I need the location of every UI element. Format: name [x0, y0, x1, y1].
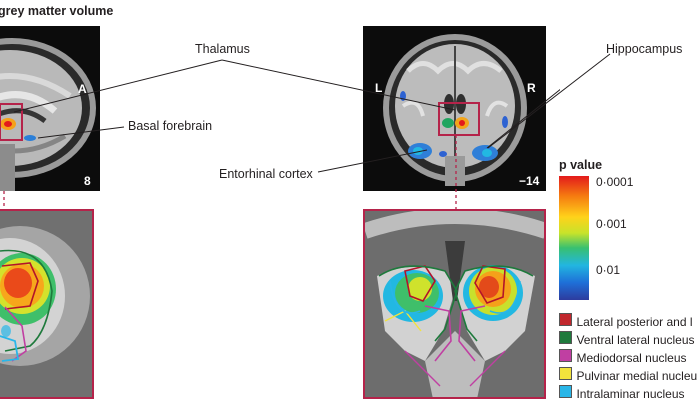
legend-swatch-magenta [559, 349, 572, 362]
legend-label: Intralaminar nucleus [576, 387, 685, 401]
legend-swatch-cyan [559, 385, 572, 398]
right-zoom-connector [455, 135, 457, 211]
colorbar-tick-1: 0·0001 [596, 175, 634, 189]
entorhinal-cortex-label: Entorhinal cortex [219, 167, 313, 181]
annotation-lines [13, 59, 560, 173]
legend-swatch-red [559, 313, 572, 326]
legend-item-intralaminar: Intralaminar nucleus [559, 385, 700, 402]
thalamus-label: Thalamus [195, 42, 250, 56]
orientation-label-right: R [527, 81, 536, 95]
sagittal-brain-image [0, 38, 96, 191]
slice-number-coronal: −14 [519, 174, 540, 188]
orientation-label-left: L [375, 81, 383, 95]
colorbar-title: p value [559, 158, 603, 172]
coronal-zoom-image [365, 211, 544, 397]
legend-swatch-yellow [559, 367, 572, 380]
legend-swatch-green [559, 331, 572, 344]
legend-label: Pulvinar medial nucleu [576, 369, 698, 383]
hippocampus-leader-line [487, 53, 611, 149]
figure-title: grey matter volume [0, 4, 114, 18]
legend-label: Mediodorsal nucleus [576, 351, 687, 365]
sagittal-zoom-image [0, 211, 92, 397]
sagittal-brain-panel: A 8 [0, 26, 100, 191]
legend-item-mediodorsal: Mediodorsal nucleus [559, 349, 700, 367]
legend-item-pulvinar-medial: Pulvinar medial nucleu [559, 367, 700, 385]
colorbar-tick-2: 0·001 [596, 217, 627, 231]
nuclei-legend: Lateral posterior and l Ventral lateral … [559, 313, 700, 402]
sagittal-zoom-panel [0, 209, 94, 399]
basal-forebrain-label: Basal forebrain [128, 119, 213, 133]
legend-item-ventral-lateral: Ventral lateral nucleus [559, 331, 700, 349]
coronal-zoom-panel [363, 209, 546, 399]
orientation-label-anterior: A [78, 82, 87, 96]
legend-label: Ventral lateral nucleus [576, 333, 695, 347]
legend-label: Lateral posterior and l [576, 315, 693, 329]
p-value-colorbar [559, 176, 589, 300]
hippocampus-label: Hippocampus [606, 42, 683, 56]
legend-item-lateral-posterior: Lateral posterior and l [559, 313, 700, 331]
colorbar-tick-3: 0·01 [596, 263, 621, 277]
slice-number-sagittal: 8 [84, 174, 91, 188]
